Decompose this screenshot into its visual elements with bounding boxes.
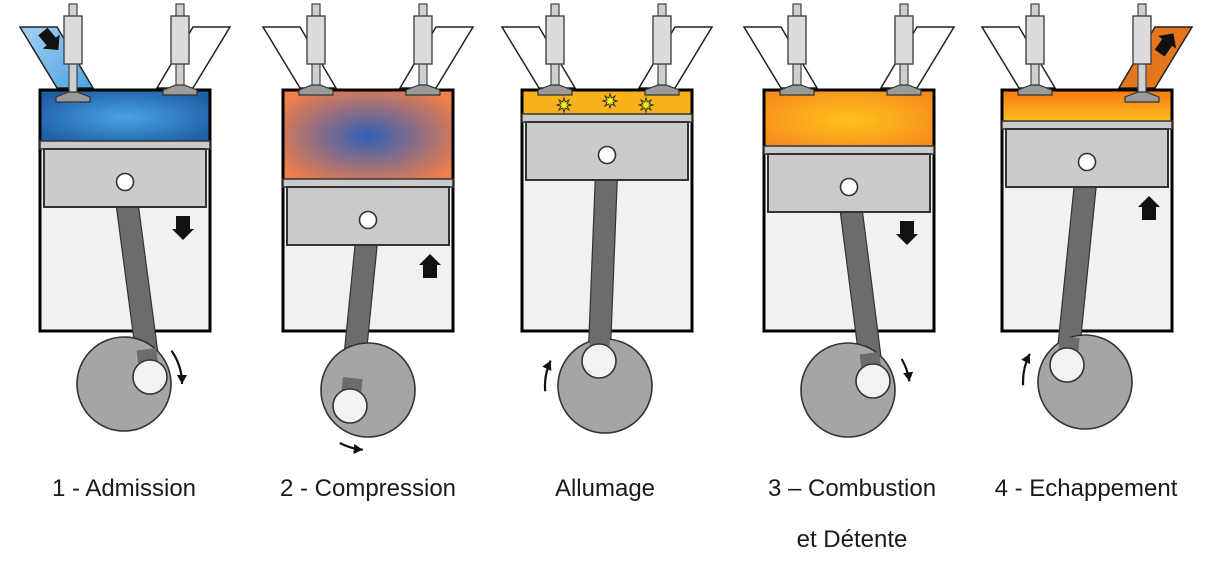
- exhaust-port: [398, 26, 475, 89]
- exhaust-flow-arrow-icon: [1154, 33, 1177, 57]
- stage-label: Allumage: [555, 475, 655, 502]
- intake-valve-guide: [306, 15, 326, 65]
- piston-down-arrow-icon: [172, 216, 194, 240]
- cylinder-outline: [762, 88, 936, 333]
- wrist-pin: [1077, 152, 1097, 172]
- stage-compression: 2 - Compression: [261, 3, 475, 502]
- crankshaft: [1037, 334, 1133, 430]
- wrist-pin: [115, 172, 135, 192]
- stage-admission: 1 - Admission: [18, 3, 232, 502]
- piston-ring: [763, 145, 935, 155]
- rotation-arrow-icon-head: [1021, 353, 1031, 365]
- intake-valve-guide: [545, 15, 565, 65]
- wrist-pin: [358, 210, 378, 230]
- exhaust-valve-guide: [894, 15, 914, 65]
- exhaust-flow-arrow-icon-shape: [1154, 33, 1177, 57]
- piston-ring: [1001, 120, 1173, 130]
- crank-pin: [581, 343, 617, 379]
- stage-combustion: 3 – Combustion et Détente: [742, 3, 956, 553]
- exhaust-port: [879, 26, 956, 89]
- piston-up-arrow-icon: [1138, 196, 1160, 220]
- crank-pin: [132, 359, 168, 395]
- cylinder-outline: [38, 88, 212, 333]
- crankshaft: [320, 342, 416, 438]
- piston-down-arrow-icon: [896, 221, 918, 245]
- combustion-chamber: [284, 91, 452, 181]
- stage-label: 2 - Compression: [280, 475, 456, 502]
- wrist-pin: [597, 145, 617, 165]
- exhaust-valve-guide: [413, 15, 433, 65]
- piston-ring: [39, 140, 211, 150]
- exhaust-port: [1117, 26, 1194, 89]
- stage-label: 3 – Combustion: [768, 475, 936, 502]
- exhaust-valve-guide: [170, 15, 190, 65]
- exhaust-port: [155, 26, 232, 89]
- rotation-arrow-icon-head: [542, 360, 552, 371]
- spark-icon: [601, 92, 619, 110]
- intake-valve-guide: [1025, 15, 1045, 65]
- crank-pin: [1049, 347, 1085, 383]
- stage-allumage: Allumage: [500, 3, 714, 502]
- exhaust-valve-head: [162, 84, 198, 96]
- piston-up-arrow-icon: [419, 254, 441, 278]
- rotation-arrow-icon-head: [903, 371, 914, 382]
- stage-label: 4 - Echappement: [995, 475, 1178, 502]
- stage-echappement: 4 - Echappement: [980, 3, 1194, 502]
- piston-ring: [521, 113, 693, 123]
- spark-icon: [555, 96, 573, 114]
- stage-label: 1 - Admission: [52, 475, 196, 502]
- crank-pin: [855, 363, 891, 399]
- intake-flow-arrow-icon: [38, 27, 60, 50]
- cylinder-outline: [1000, 88, 1174, 333]
- intake-valve-head: [1017, 84, 1053, 96]
- intake-valve-guide: [787, 15, 807, 65]
- intake-valve-head: [779, 84, 815, 96]
- exhaust-valve-head: [405, 84, 441, 96]
- intake-valve-head: [55, 91, 91, 103]
- intake-valve-head: [537, 84, 573, 96]
- stage-label: et Détente: [797, 526, 908, 553]
- intake-flow-arrow-icon-shape: [38, 27, 60, 50]
- intake-valve-head: [298, 84, 334, 96]
- wrist-pin: [839, 177, 859, 197]
- exhaust-valve-guide: [652, 15, 672, 65]
- crank-pin: [332, 388, 368, 424]
- spark-icon: [637, 96, 655, 114]
- exhaust-valve-guide: [1132, 15, 1152, 65]
- exhaust-port: [637, 26, 714, 89]
- rotation-arrow-icon-head: [353, 444, 363, 454]
- exhaust-valve-head: [886, 84, 922, 96]
- exhaust-valve-head: [644, 84, 680, 96]
- combustion-chamber: [765, 91, 933, 148]
- piston-ring: [282, 178, 454, 188]
- intake-valve-guide: [63, 15, 83, 65]
- rotation-arrow-icon-head: [177, 375, 187, 384]
- exhaust-valve-head: [1124, 91, 1160, 103]
